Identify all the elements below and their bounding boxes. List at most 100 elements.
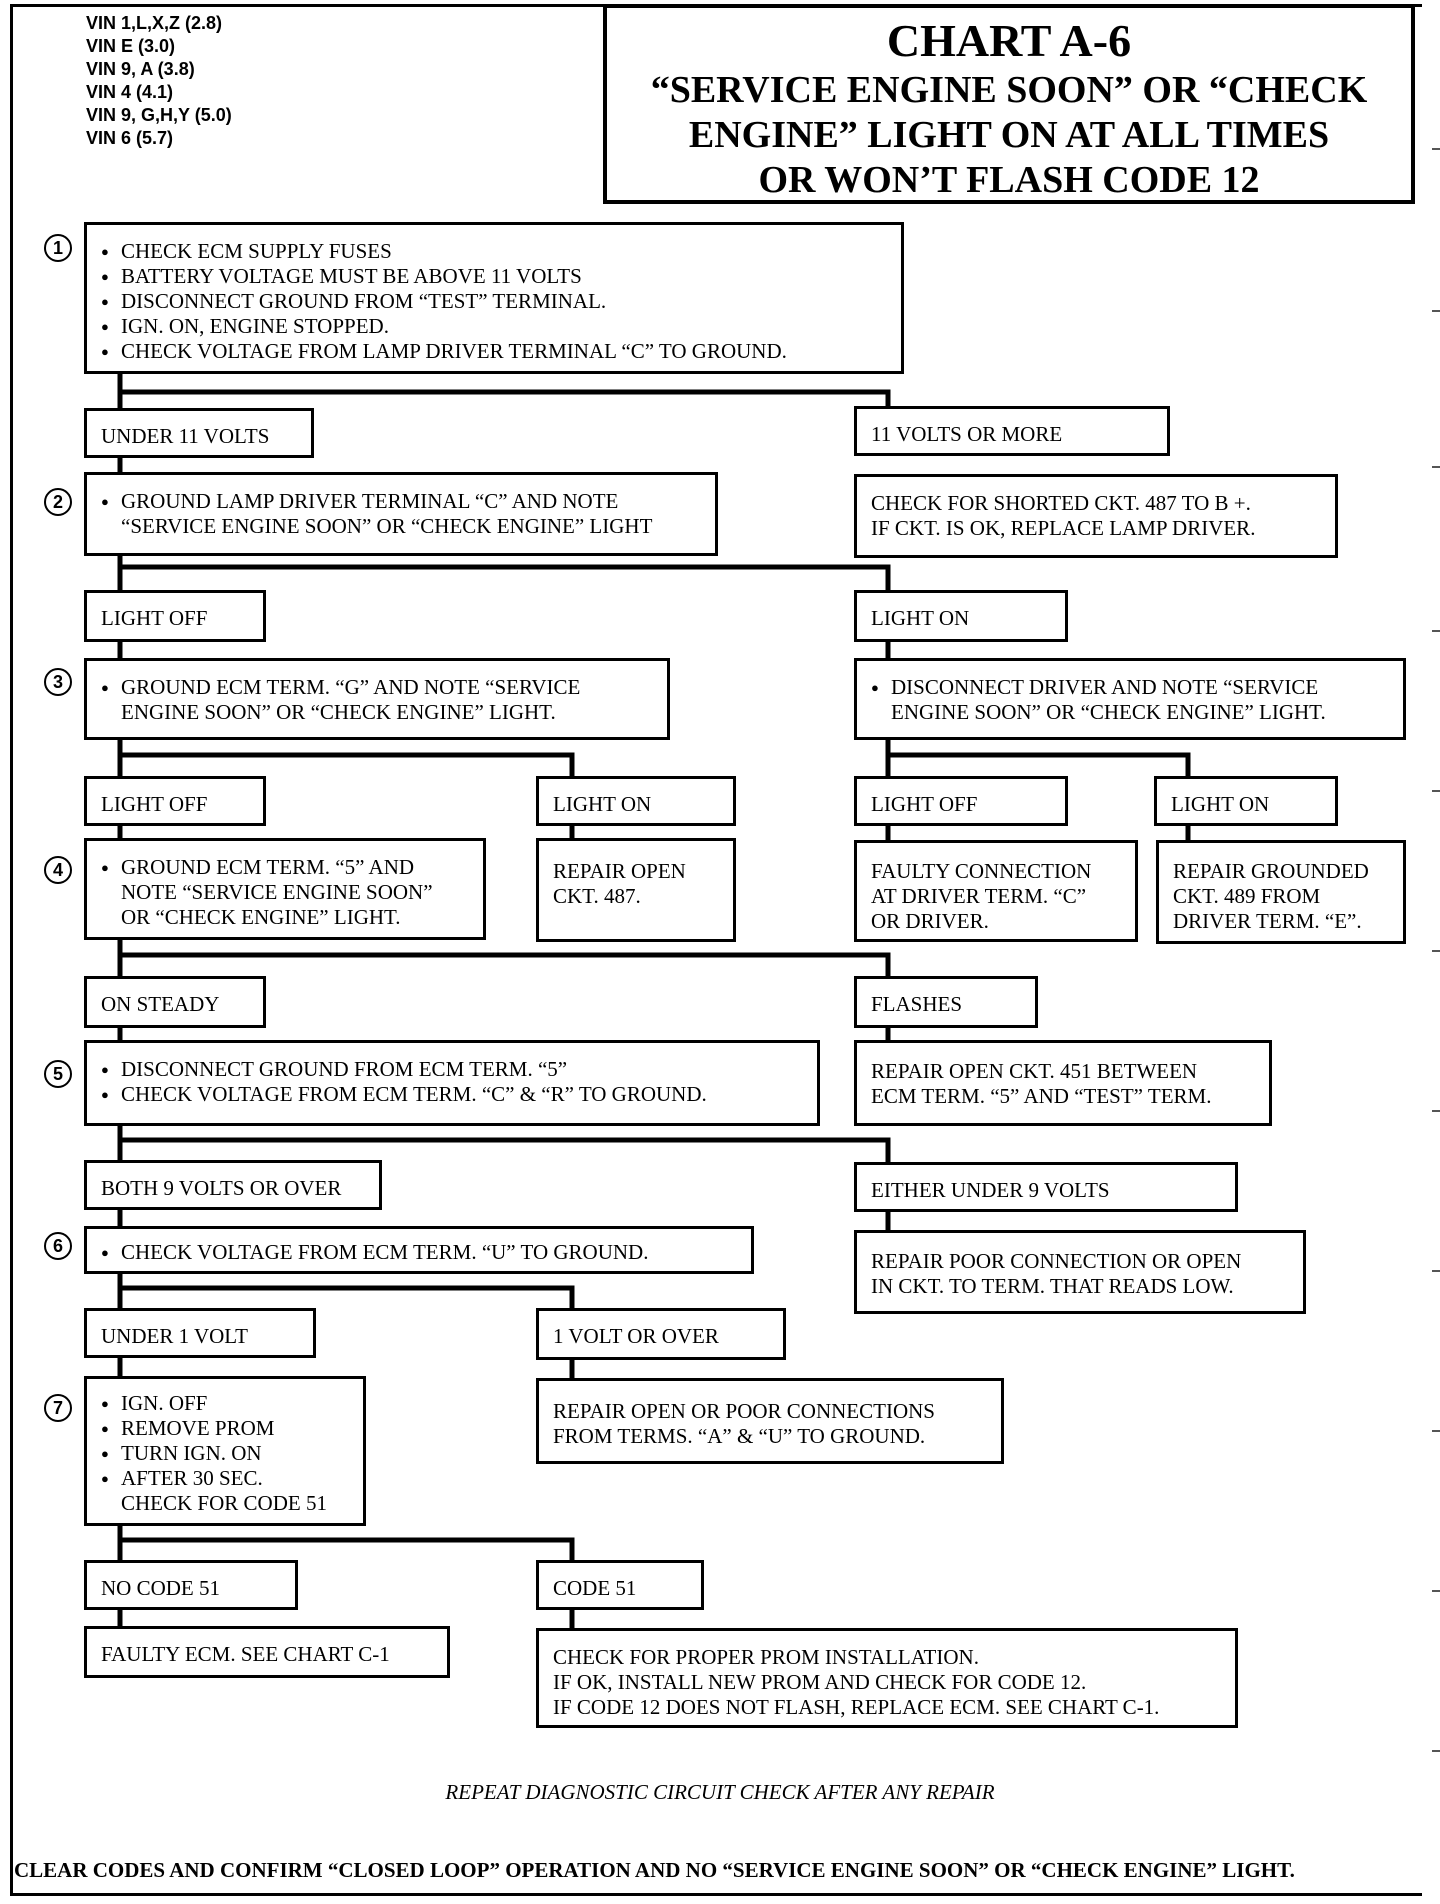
step-7-item: CHECK FOR CODE 51 bbox=[121, 1491, 327, 1515]
repair-terms-au-box: REPAIR OPEN OR POOR CONNECTIONS FROM TER… bbox=[536, 1378, 1004, 1464]
vin-line: VIN 4 (4.1) bbox=[86, 82, 174, 102]
step-6-item: CHECK VOLTAGE FROM ECM TERM. “U” TO GROU… bbox=[101, 1240, 737, 1265]
step-1-item: DISCONNECT GROUND FROM “TEST” TERMINAL. bbox=[101, 289, 887, 314]
light-on-box: LIGHT ON bbox=[536, 776, 736, 826]
light-off-box: LIGHT OFF bbox=[84, 590, 266, 642]
prom-check-line: IF CODE 12 DOES NOT FLASH, REPLACE ECM. … bbox=[553, 1695, 1160, 1719]
chart-title-line: OR WON’T FLASH CODE 12 bbox=[758, 159, 1260, 201]
step-7-item: AFTER 30 SEC. bbox=[101, 1466, 349, 1491]
margin-tick bbox=[1432, 1430, 1440, 1432]
either-under-9-volts-box: EITHER UNDER 9 VOLTS bbox=[854, 1162, 1238, 1212]
step-7-marker: 7 bbox=[44, 1394, 72, 1422]
step-3-box: GROUND ECM TERM. “G” AND NOTE “SERVICE E… bbox=[84, 658, 670, 740]
margin-tick bbox=[1432, 148, 1440, 150]
repair-grounded-489-line: REPAIR GROUNDED bbox=[1173, 859, 1369, 883]
margin-tick bbox=[1432, 1270, 1440, 1272]
faulty-connection-line: AT DRIVER TERM. “C” bbox=[871, 884, 1087, 908]
step-7-item: REMOVE PROM bbox=[101, 1416, 349, 1441]
step-4-box: GROUND ECM TERM. “5” AND NOTE “SERVICE E… bbox=[84, 838, 486, 940]
vin-line: VIN 6 (5.7) bbox=[86, 128, 174, 148]
chart-title-box: CHART A-6 “SERVICE ENGINE SOON” OR “CHEC… bbox=[603, 4, 1415, 204]
step-4-line: GROUND ECM TERM. “5” AND bbox=[101, 855, 469, 880]
margin-tick bbox=[1432, 1110, 1440, 1112]
faulty-connection-box: FAULTY CONNECTION AT DRIVER TERM. “C” OR… bbox=[854, 840, 1138, 942]
step-1-item: CHECK VOLTAGE FROM LAMP DRIVER TERMINAL … bbox=[101, 339, 887, 364]
repair-open-487-box: REPAIR OPEN CKT. 487. bbox=[536, 838, 736, 942]
shorted-ckt-487-line: CHECK FOR SHORTED CKT. 487 TO B +. bbox=[871, 491, 1251, 515]
both-9-volts-box: BOTH 9 VOLTS OR OVER bbox=[84, 1160, 382, 1210]
repair-terms-au-line: REPAIR OPEN OR POOR CONNECTIONS bbox=[553, 1399, 935, 1423]
step-4-line: NOTE “SERVICE ENGINE SOON” bbox=[121, 880, 433, 904]
disconnect-driver-line: DISCONNECT DRIVER AND NOTE “SERVICE bbox=[871, 675, 1389, 700]
margin-tick bbox=[1432, 310, 1440, 312]
repair-poor-connection-line: IN CKT. TO TERM. THAT READS LOW. bbox=[871, 1274, 1234, 1298]
light-off-box: LIGHT OFF bbox=[854, 776, 1068, 826]
repair-poor-connection-line: REPAIR POOR CONNECTION OR OPEN bbox=[871, 1249, 1242, 1273]
vin-line: VIN E (3.0) bbox=[86, 36, 176, 56]
margin-tick bbox=[1432, 630, 1440, 632]
step-5-item: CHECK VOLTAGE FROM ECM TERM. “C” & “R” T… bbox=[101, 1082, 803, 1107]
step-1-item: IGN. ON, ENGINE STOPPED. bbox=[101, 314, 887, 339]
step-3-line: ENGINE SOON” OR “CHECK ENGINE” LIGHT. bbox=[121, 700, 556, 724]
vin-line: VIN 9, G,H,Y (5.0) bbox=[86, 105, 232, 125]
under-1-volt-box: UNDER 1 VOLT bbox=[84, 1308, 316, 1358]
vin-line: VIN 1,L,X,Z (2.8) bbox=[86, 13, 223, 33]
repair-open-487-line: CKT. 487. bbox=[553, 884, 641, 908]
margin-tick bbox=[1432, 1590, 1440, 1592]
repair-poor-connection-box: REPAIR POOR CONNECTION OR OPEN IN CKT. T… bbox=[854, 1230, 1306, 1314]
step-2-line: “SERVICE ENGINE SOON” OR “CHECK ENGINE” … bbox=[121, 514, 653, 538]
on-steady-box: ON STEADY bbox=[84, 976, 266, 1028]
margin-tick bbox=[1432, 1750, 1440, 1752]
step-7-box: IGN. OFF REMOVE PROM TURN IGN. ON AFTER … bbox=[84, 1376, 366, 1526]
light-on-box: LIGHT ON bbox=[854, 590, 1068, 642]
step-3-marker: 3 bbox=[44, 668, 72, 696]
disconnect-driver-line: ENGINE SOON” OR “CHECK ENGINE” LIGHT. bbox=[891, 700, 1326, 724]
step-6-marker: 6 bbox=[44, 1232, 72, 1260]
code-51-box: CODE 51 bbox=[536, 1560, 704, 1610]
repair-terms-au-line: FROM TERMS. “A” & “U” TO GROUND. bbox=[553, 1424, 926, 1448]
chart-title-line: ENGINE” LIGHT ON AT ALL TIMES bbox=[688, 114, 1330, 156]
under-11-volts-box: UNDER 11 VOLTS bbox=[84, 408, 314, 458]
step-7-item: IGN. OFF bbox=[101, 1391, 349, 1416]
light-off-box: LIGHT OFF bbox=[84, 776, 266, 826]
disconnect-driver-box: DISCONNECT DRIVER AND NOTE “SERVICE ENGI… bbox=[854, 658, 1406, 740]
light-on-box: LIGHT ON bbox=[1154, 776, 1338, 826]
step-2-line: GROUND LAMP DRIVER TERMINAL “C” AND NOTE bbox=[101, 489, 701, 514]
repeat-check-note: REPEAT DIAGNOSTIC CIRCUIT CHECK AFTER AN… bbox=[445, 1780, 995, 1804]
step-6-box: CHECK VOLTAGE FROM ECM TERM. “U” TO GROU… bbox=[84, 1226, 754, 1274]
step-2-box: GROUND LAMP DRIVER TERMINAL “C” AND NOTE… bbox=[84, 472, 718, 556]
step-5-box: DISCONNECT GROUND FROM ECM TERM. “5” CHE… bbox=[84, 1040, 820, 1126]
1-volt-or-over-box: 1 VOLT OR OVER bbox=[536, 1308, 786, 1360]
vin-line: VIN 9, A (3.8) bbox=[86, 59, 195, 79]
chart-title-line: “SERVICE ENGINE SOON” OR “CHECK bbox=[650, 69, 1368, 111]
faulty-connection-line: FAULTY CONNECTION bbox=[871, 859, 1092, 883]
prom-check-line: IF OK, INSTALL NEW PROM AND CHECK FOR CO… bbox=[553, 1670, 1087, 1694]
margin-tick bbox=[1432, 466, 1440, 468]
shorted-ckt-487-box: CHECK FOR SHORTED CKT. 487 TO B +. IF CK… bbox=[854, 474, 1338, 558]
step-1-box: CHECK ECM SUPPLY FUSES BATTERY VOLTAGE M… bbox=[84, 222, 904, 374]
chart-number: CHART A-6 bbox=[886, 15, 1132, 66]
repair-grounded-489-line: CKT. 489 FROM bbox=[1173, 884, 1321, 908]
faulty-connection-line: OR DRIVER. bbox=[871, 909, 989, 933]
repair-open-487-line: REPAIR OPEN bbox=[553, 859, 686, 883]
clear-codes-note: CLEAR CODES AND CONFIRM “CLOSED LOOP” OP… bbox=[14, 1858, 1295, 1882]
margin-tick bbox=[1432, 950, 1440, 952]
step-4-marker: 4 bbox=[44, 856, 72, 884]
repair-grounded-489-line: DRIVER TERM. “E”. bbox=[1173, 909, 1362, 933]
repair-grounded-489-box: REPAIR GROUNDED CKT. 489 FROM DRIVER TER… bbox=[1156, 840, 1406, 944]
step-4-line: OR “CHECK ENGINE” LIGHT. bbox=[121, 905, 401, 929]
step-1-marker: 1 bbox=[44, 234, 72, 262]
step-7-item: TURN IGN. ON bbox=[101, 1441, 349, 1466]
flashes-box: FLASHES bbox=[854, 976, 1038, 1028]
repair-open-451-box: REPAIR OPEN CKT. 451 BETWEEN ECM TERM. “… bbox=[854, 1040, 1272, 1126]
prom-check-box: CHECK FOR PROPER PROM INSTALLATION. IF O… bbox=[536, 1628, 1238, 1728]
step-1-item: BATTERY VOLTAGE MUST BE ABOVE 11 VOLTS bbox=[101, 264, 887, 289]
step-3-line: GROUND ECM TERM. “G” AND NOTE “SERVICE bbox=[101, 675, 653, 700]
prom-check-line: CHECK FOR PROPER PROM INSTALLATION. bbox=[553, 1645, 979, 1669]
margin-tick bbox=[1432, 790, 1440, 792]
11-volts-or-more-box: 11 VOLTS OR MORE bbox=[854, 406, 1170, 456]
repair-open-451-line: REPAIR OPEN CKT. 451 BETWEEN bbox=[871, 1059, 1198, 1083]
no-code-51-box: NO CODE 51 bbox=[84, 1560, 298, 1610]
